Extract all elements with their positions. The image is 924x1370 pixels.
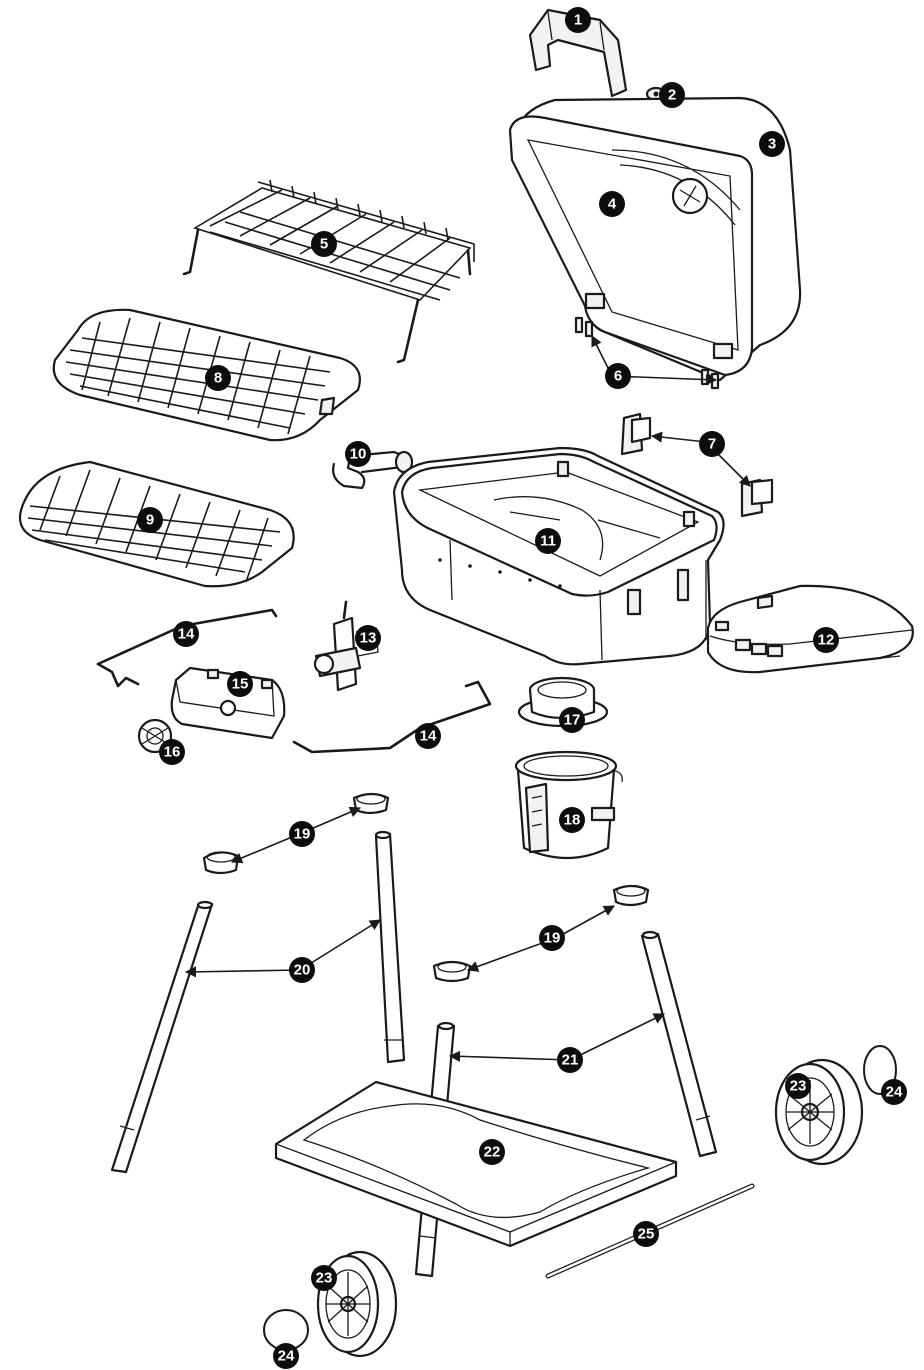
svg-text:3: 3 [768,136,776,153]
svg-text:7: 7 [708,436,716,453]
callout-25: 25 [633,1221,659,1247]
callout-5: 5 [311,231,337,257]
callout-6: 6 [605,363,631,389]
svg-text:21: 21 [562,1052,579,1069]
part-side-shelf [706,584,914,674]
callout-19a: 19 [289,821,315,847]
part-bottom-shelf [274,1080,678,1248]
svg-text:15: 15 [232,676,249,693]
part-wheel-left [316,1250,398,1358]
part-control-panel [170,666,286,740]
svg-text:24: 24 [278,1348,295,1365]
callout-16: 16 [159,739,185,765]
callout-7: 7 [699,431,725,457]
svg-text:2: 2 [668,87,676,104]
callout-15: 15 [227,671,253,697]
svg-text:11: 11 [540,533,556,550]
callout-13: 13 [355,625,381,651]
svg-text:13: 13 [360,630,377,647]
callout-17: 17 [559,707,585,733]
svg-text:9: 9 [146,512,154,529]
svg-text:10: 10 [350,446,367,463]
callout-9: 9 [137,507,163,533]
part-leg-caps [202,792,650,983]
callout-2: 2 [659,82,685,108]
callout-18: 18 [559,807,585,833]
svg-text:18: 18 [564,812,581,829]
svg-text:5: 5 [320,236,328,253]
svg-text:1: 1 [574,12,582,29]
svg-text:20: 20 [294,962,311,979]
svg-text:19: 19 [294,826,311,843]
svg-text:22: 22 [484,1144,501,1161]
svg-text:23: 23 [316,1270,333,1287]
part-lid-handle [528,8,628,98]
part-ignition-assembly [313,600,379,692]
part-wire-support-lower [292,680,492,754]
svg-text:23: 23 [790,1078,807,1095]
callout-3: 3 [759,131,785,157]
callout-22: 22 [479,1139,505,1165]
svg-text:17: 17 [564,712,581,729]
svg-text:25: 25 [638,1226,655,1243]
svg-text:14: 14 [420,728,437,745]
part-wire-support-upper [96,608,278,688]
svg-text:19: 19 [544,930,561,947]
svg-text:6: 6 [614,368,622,385]
svg-text:8: 8 [214,370,222,387]
callout-10: 10 [345,441,371,467]
part-lid [508,96,802,382]
svg-text:24: 24 [886,1084,903,1101]
callout-8: 8 [205,365,231,391]
callout-1: 1 [565,7,591,33]
part-warming-rack [182,179,475,364]
part-wheel-right [774,1058,864,1166]
svg-text:16: 16 [164,744,181,761]
callout-14b: 14 [415,723,441,749]
callout-23b: 23 [311,1265,337,1291]
part-hinge-brackets [620,412,774,518]
callout-24a: 24 [881,1079,907,1105]
callout-19b: 19 [539,925,565,951]
svg-text:4: 4 [608,196,617,213]
callout-24b: 24 [273,1343,299,1369]
svg-text:12: 12 [818,632,835,649]
part-ash-bucket [514,750,623,860]
callout-14a: 14 [173,621,199,647]
part-bowl [392,446,725,666]
callout-21: 21 [557,1047,583,1073]
callout-12: 12 [813,627,839,653]
callout-4: 4 [599,191,625,217]
svg-text:14: 14 [178,626,195,643]
callout-20: 20 [289,957,315,983]
callout-23a: 23 [785,1073,811,1099]
callout-11: 11 [535,528,561,554]
